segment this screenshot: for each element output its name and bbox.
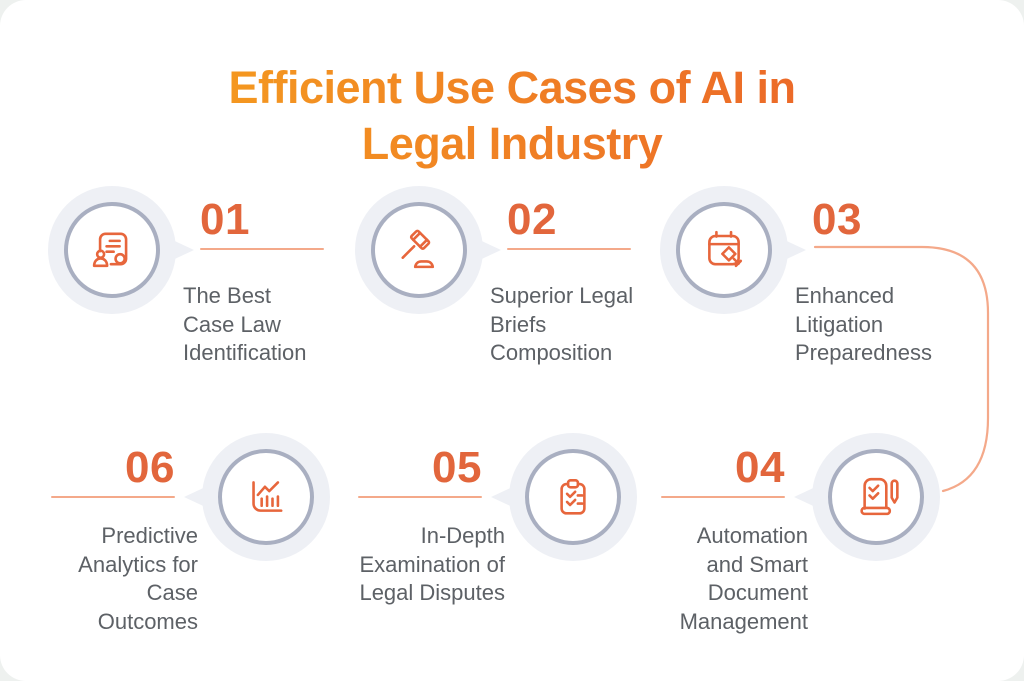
step-number: 04: [735, 443, 785, 492]
step-label: Superior Legal Briefs Composition: [490, 283, 634, 365]
use-case-item-06: 06 Predictive Analytics for Case Outcome…: [20, 433, 330, 643]
icon-badge: [355, 186, 501, 314]
use-case-item-04: 04 Automation and Smart Document Managem…: [630, 433, 940, 643]
badge-ring: [371, 202, 467, 298]
step-number: 03: [812, 195, 862, 244]
badge-pointer: [184, 483, 214, 511]
step-number-block: 04: [661, 446, 785, 498]
icon-badge: [184, 433, 330, 561]
badge-ring: [64, 202, 160, 298]
analytics-chart-icon: [252, 481, 283, 512]
step-underline: [51, 496, 175, 498]
step-label: Predictive Analytics for Case Outcomes: [78, 523, 198, 634]
step-number: 05: [432, 443, 482, 492]
badge-pointer: [776, 236, 806, 264]
badge-pointer: [491, 483, 521, 511]
page-title-line2: Legal Industry: [361, 118, 663, 170]
clipboard-checklist-icon: [560, 478, 586, 515]
use-case-item-03: 03 Enhanced Litigation Preparedness: [660, 186, 970, 396]
icon-badge: [48, 186, 194, 314]
step-label: In-Depth Examination of Legal Disputes: [359, 523, 505, 605]
step-number-block: 01: [200, 198, 324, 250]
icon-badge: [660, 186, 806, 314]
step-label: The Best Case Law Identification: [183, 283, 307, 365]
step-underline: [507, 248, 631, 250]
step-number-block: 05: [358, 446, 482, 498]
badge-ring: [676, 202, 772, 298]
badge-ring: [525, 449, 621, 545]
icon-badge: [491, 433, 637, 561]
step-label: Automation and Smart Document Management: [679, 523, 808, 634]
badge-ring: [218, 449, 314, 545]
badge-pointer: [471, 236, 501, 264]
use-case-item-01: 01 The Best Case Law Identification: [48, 186, 358, 396]
step-underline: [661, 496, 785, 498]
step-number-block: 03: [812, 198, 936, 242]
step-number-block: 02: [507, 198, 631, 250]
badge-pointer: [164, 236, 194, 264]
step-number: 06: [125, 443, 175, 492]
person-document-icon: [92, 232, 128, 268]
step-number: 01: [200, 195, 250, 244]
scroll-pen-icon: [860, 477, 899, 516]
use-case-item-02: 02 Superior Legal Briefs Composition: [355, 186, 665, 396]
page-title-line1: Efficient Use Cases of AI in: [228, 62, 796, 114]
step-underline: [200, 248, 324, 250]
icon-badge: [794, 433, 940, 561]
gavel-icon: [401, 229, 435, 269]
step-underline: [358, 496, 482, 498]
step-number-block: 06: [51, 446, 175, 498]
badge-pointer: [794, 483, 824, 511]
step-label: Enhanced Litigation Preparedness: [795, 283, 932, 365]
use-case-item-05: 05 In-Depth Examination of Legal Dispute…: [327, 433, 637, 643]
calendar-pin-icon: [708, 230, 743, 268]
step-number: 02: [507, 195, 557, 244]
